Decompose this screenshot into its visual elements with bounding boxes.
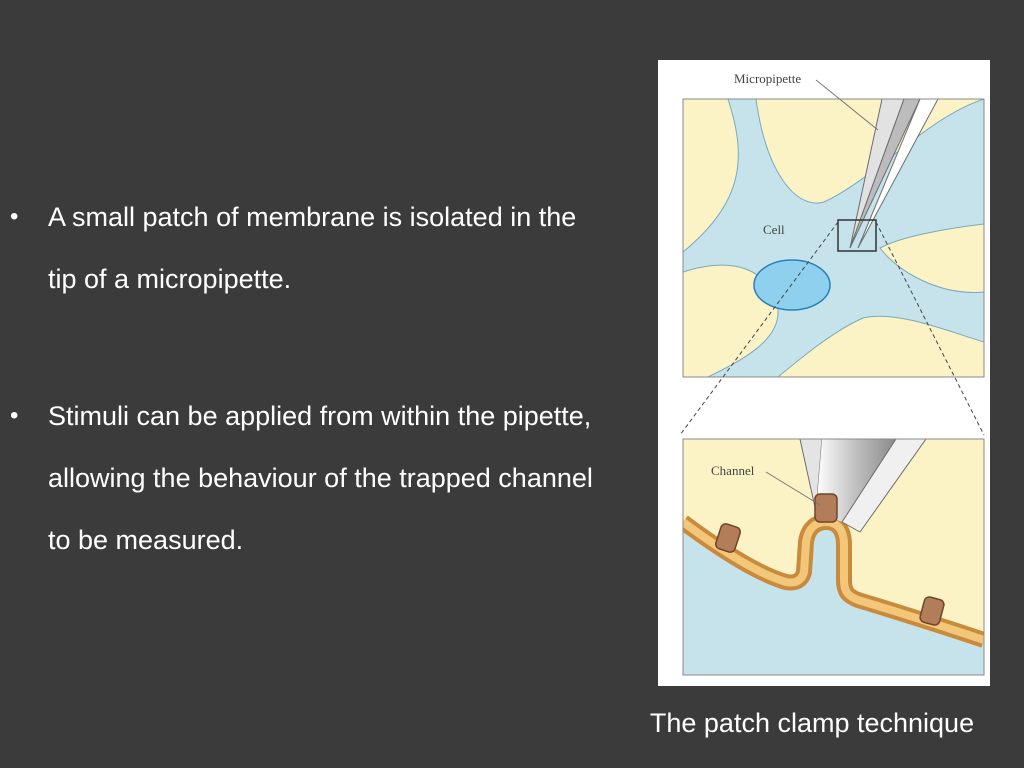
micropipette-pointer bbox=[815, 79, 879, 131]
membrane-panel bbox=[683, 439, 984, 675]
channel-label: Channel bbox=[711, 463, 755, 478]
bullet-item: • Stimuli can be applied from within the… bbox=[10, 385, 610, 571]
bullet-list: • A small patch of membrane is isolated … bbox=[10, 186, 610, 571]
zoom-box bbox=[837, 219, 877, 252]
micropipette-label: Micropipette bbox=[734, 71, 801, 86]
bullet-item: • A small patch of membrane is isolated … bbox=[10, 186, 610, 310]
nucleus bbox=[753, 259, 831, 311]
micropipette-wall bbox=[857, 99, 939, 249]
zoom-line bbox=[875, 221, 985, 436]
ion-channel-trapped bbox=[814, 493, 838, 523]
bullet-dot-icon: • bbox=[10, 402, 19, 429]
cell-panel-border bbox=[682, 98, 985, 378]
cell-label: Cell bbox=[763, 222, 785, 237]
ion-channel bbox=[919, 596, 945, 626]
membrane-panel-border bbox=[682, 438, 985, 676]
cell-panel bbox=[683, 99, 984, 377]
bullet-dot-icon: • bbox=[10, 203, 19, 230]
ion-channel bbox=[715, 523, 741, 553]
zoom-line bbox=[679, 221, 839, 436]
micropipette-wall bbox=[849, 99, 921, 249]
figure-caption: The patch clamp technique bbox=[649, 708, 975, 738]
extracellular-region bbox=[683, 439, 984, 640]
patch-clamp-figure: Micropipette Cell Channel bbox=[658, 60, 990, 686]
pipette-tip-wall bbox=[841, 439, 927, 533]
bullet-text: Stimuli can be applied from within the p… bbox=[48, 401, 593, 555]
channel-pointer bbox=[765, 471, 821, 506]
bullet-text: A small patch of membrane is isolated in… bbox=[48, 202, 577, 294]
